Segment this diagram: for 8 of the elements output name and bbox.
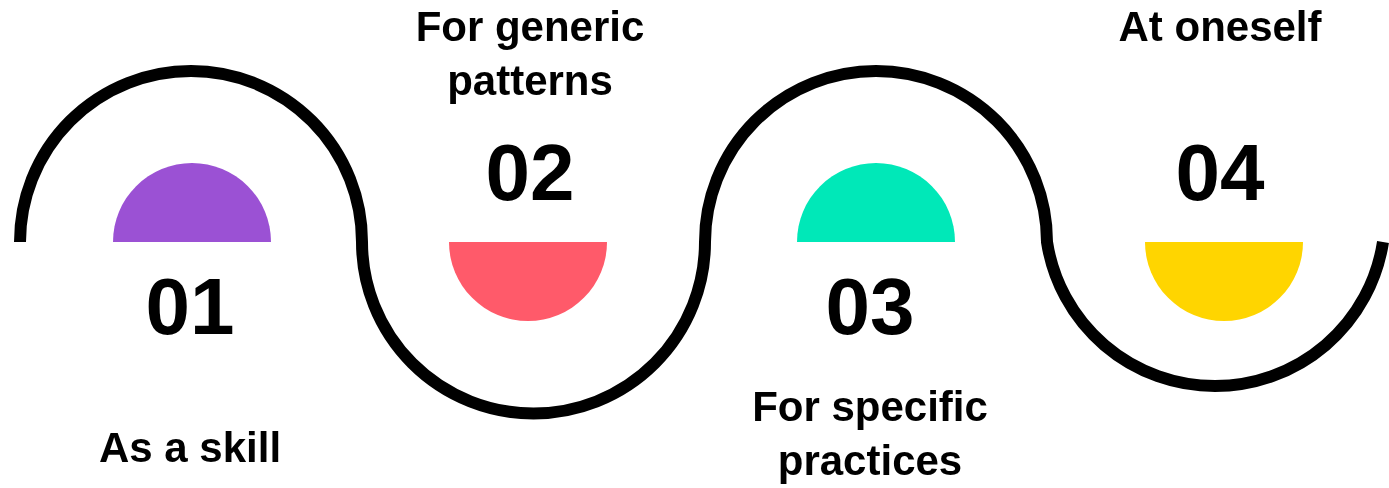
step-number: 04 [1175, 131, 1265, 215]
step-caption: For specific practices [751, 382, 989, 486]
step-caption: For generic patterns [414, 2, 646, 106]
step-caption: As a skill [98, 423, 282, 473]
step-number: 03 [825, 265, 915, 349]
step-caption: At oneself [1118, 2, 1322, 52]
step-number: 01 [145, 265, 235, 349]
step-number: 02 [485, 131, 575, 215]
